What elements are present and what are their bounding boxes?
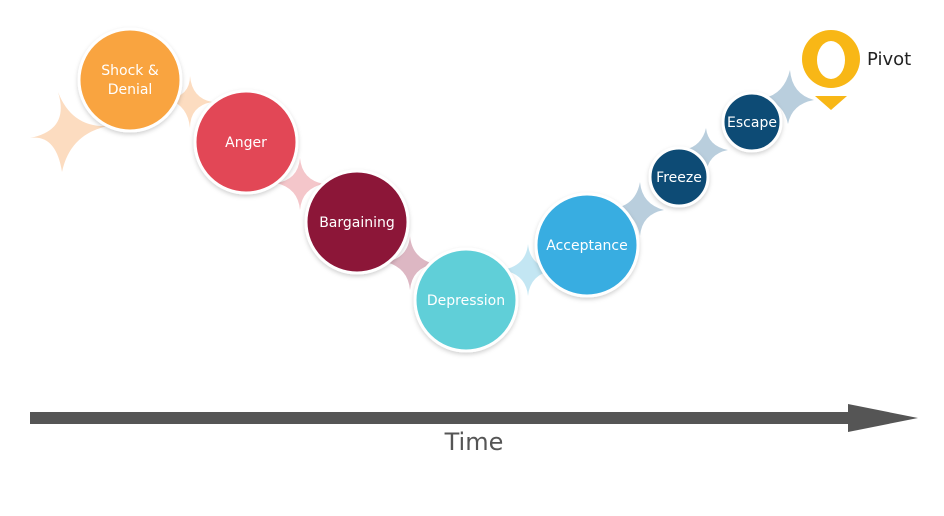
stage-label: Depression — [427, 293, 505, 309]
stage-anger: Anger — [193, 89, 299, 195]
stage-label: Shock & — [101, 63, 159, 79]
time-axis-label: Time — [444, 428, 504, 456]
stage-label: Anger — [225, 135, 267, 151]
connector-escape-pivot — [764, 70, 814, 124]
stage-depression: Depression — [413, 247, 519, 353]
stage-label: Freeze — [656, 170, 702, 186]
stage-label: Escape — [727, 115, 777, 131]
stage-escape: Escape — [721, 91, 783, 153]
arrow-right-icon — [848, 404, 918, 432]
pivot-label: Pivot — [867, 49, 911, 70]
connector-depression-acceptance — [502, 244, 554, 296]
connector-bargaining-depression — [386, 236, 434, 290]
stage-shock-denial: Shock & Denial — [77, 27, 183, 133]
connector-anger-bargaining — [276, 158, 324, 210]
time-axis-line — [30, 412, 852, 424]
stage-label: Denial — [108, 82, 153, 98]
connector-shock-anger — [168, 76, 212, 128]
connector-acceptance-freeze — [616, 182, 664, 236]
start-connector — [30, 92, 108, 172]
stage-bargaining: Bargaining — [304, 169, 410, 275]
connector-freeze-escape — [684, 128, 728, 174]
stage-label: Bargaining — [319, 215, 395, 231]
time-axis: Time — [30, 404, 918, 456]
stage-label: Acceptance — [546, 238, 627, 254]
stage-freeze: Freeze — [648, 146, 710, 208]
stage-acceptance: Acceptance — [534, 192, 640, 298]
pivot-marker: Pivot — [802, 30, 911, 110]
map-pin-icon — [802, 30, 860, 110]
